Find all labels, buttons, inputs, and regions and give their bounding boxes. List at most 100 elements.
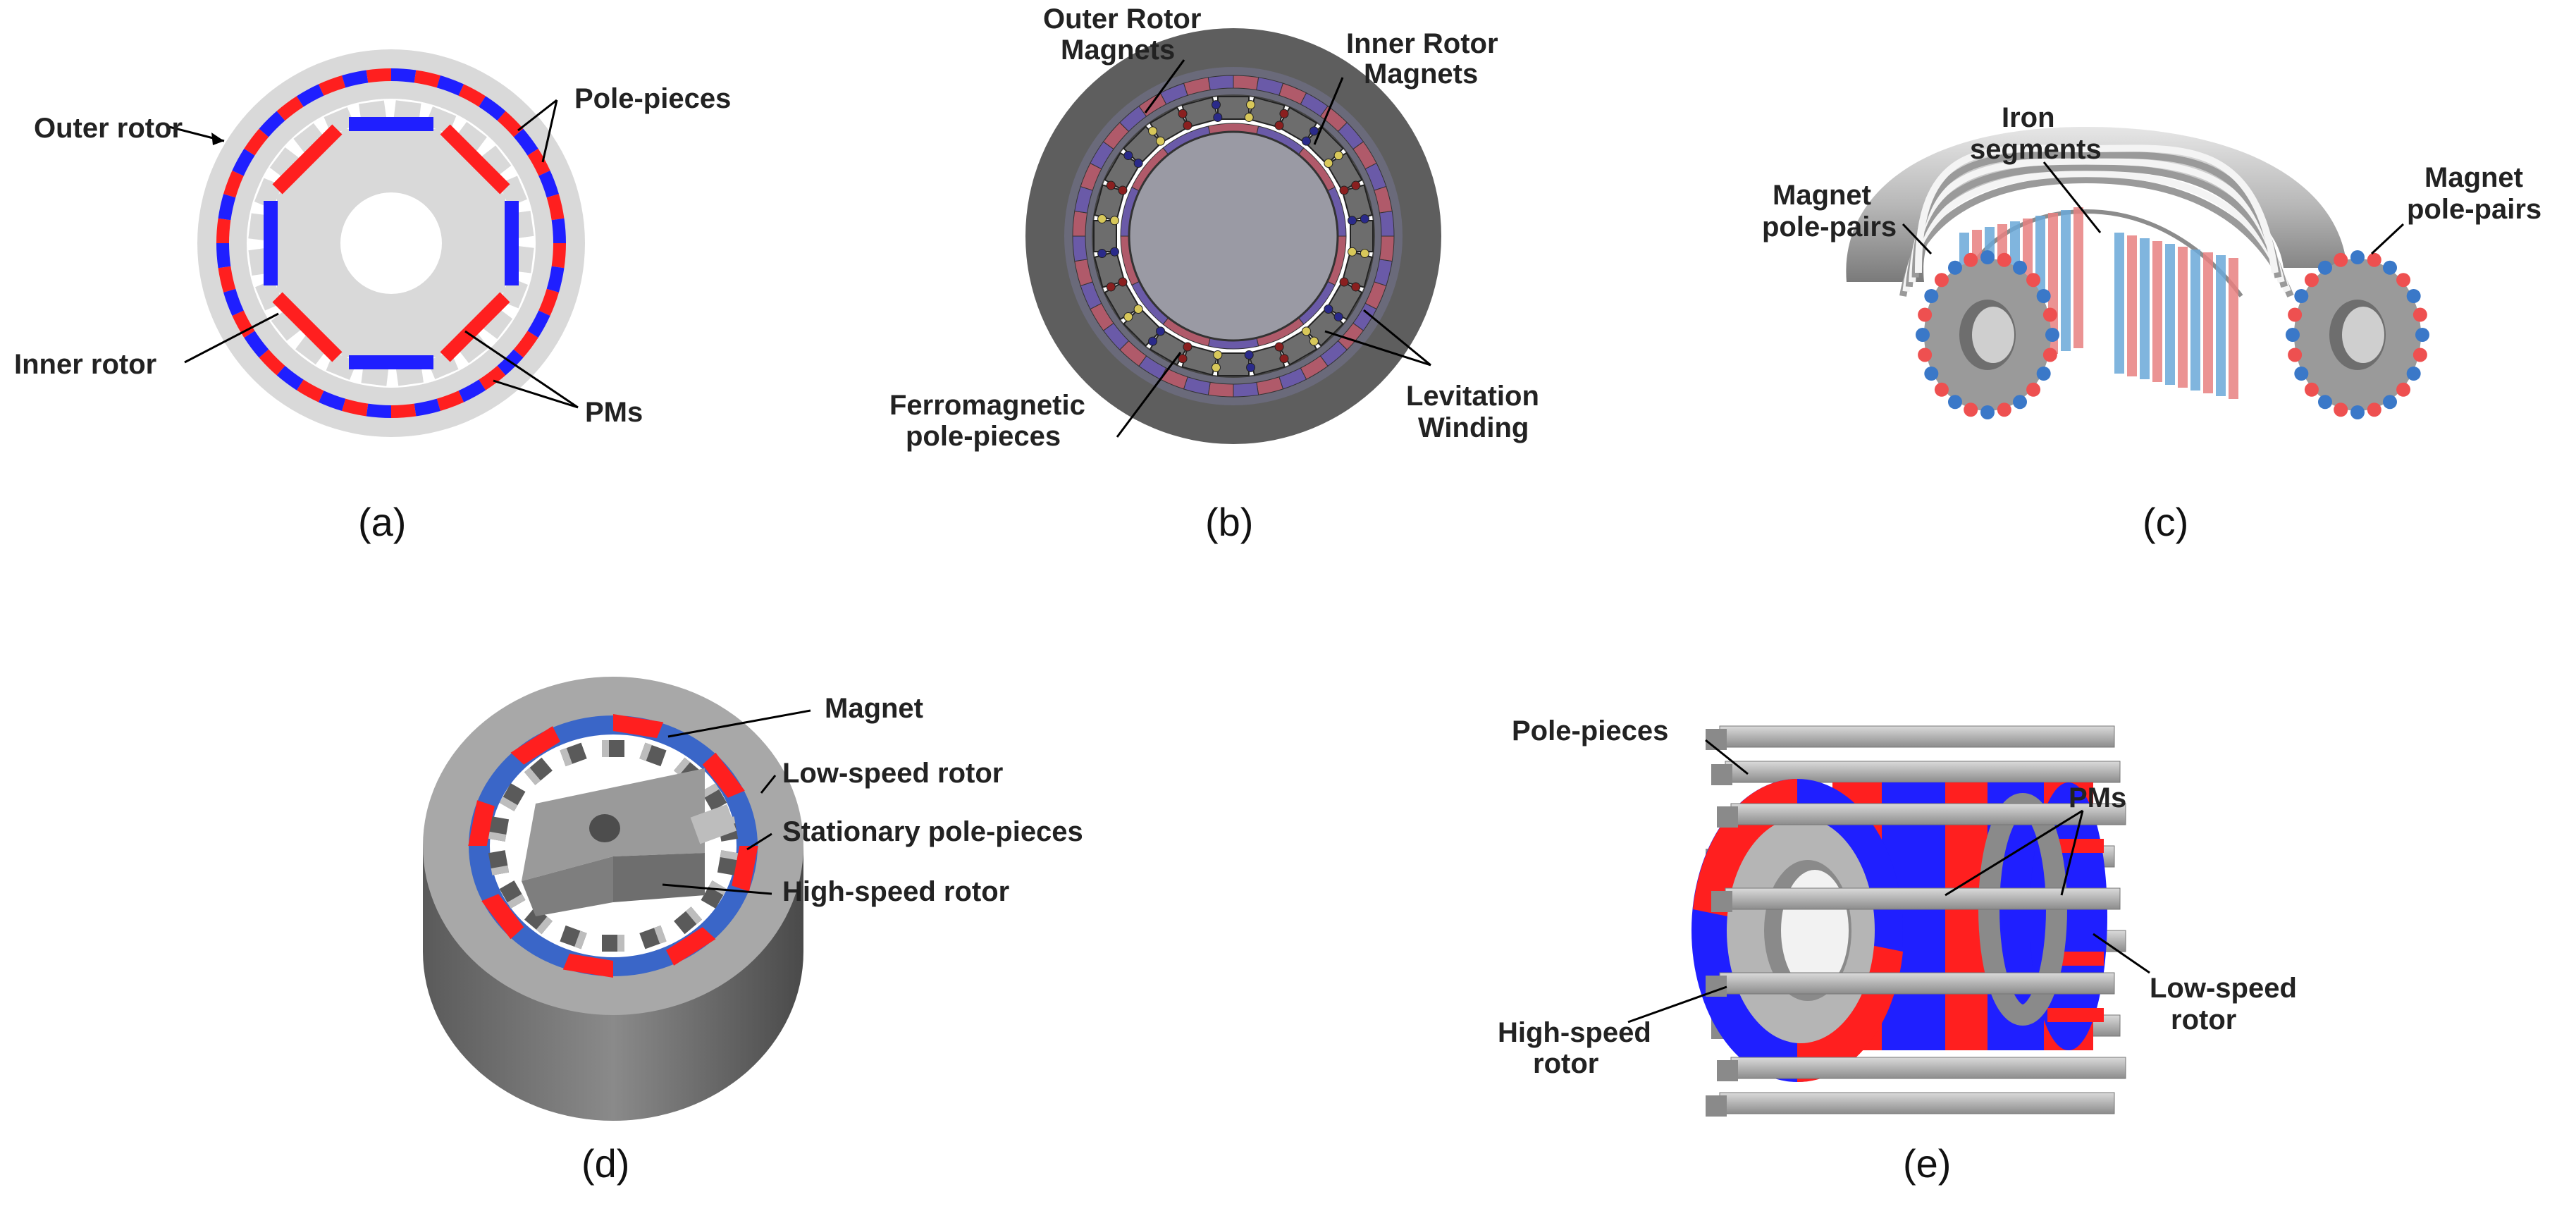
winding-conductor [1360,214,1369,223]
magnet-strip [2152,241,2162,382]
label-low-speed-2: rotor [2171,1004,2236,1035]
label-low-speed-1: Low-speed [2150,973,2297,1004]
inner-pm [349,117,433,131]
winding-conductor [1351,180,1361,190]
pole-piece-top [674,757,691,775]
pole-piece-bar-end [1717,1060,1738,1081]
label-inner-rotor-magnets-2: Magnets [1364,59,1478,90]
label-levitation-2: Winding [1418,412,1529,443]
right-pm-stripe [2047,1008,2104,1022]
pm-segment [527,148,550,176]
pole-pair-tooth [2334,402,2348,417]
inner-pm [440,292,510,362]
winding-conductor [1118,185,1128,195]
pm-segment [318,75,346,96]
label-magnet-right-1: Magnet [2424,162,2523,193]
pole-piece-bar-end [1706,1095,1727,1117]
magnet-strip [2216,255,2226,396]
label-high-speed-rotor: High-speed rotor [782,876,1009,907]
magnet [666,927,716,966]
label-high-speed-1: High-speed [1498,1017,1651,1048]
pm-segment [366,68,391,83]
pole-piece [455,121,487,153]
label-outer-rotor-magnets-2: Magnets [1061,35,1175,66]
pm-segment [391,403,417,418]
pole-pair-tooth [1980,250,1995,264]
pole-piece-bar [1719,972,2115,995]
pole-pair-tooth [2288,307,2303,322]
winding-conductor [1351,282,1361,292]
pole-pair-tooth [2304,382,2319,397]
winding-conductor [1246,100,1256,110]
caption-d: (d) [581,1141,629,1186]
panel-b: Outer Rotor Magnets Inner Rotor Magnets … [889,4,1539,544]
pm-segment [244,331,269,358]
pole-piece-top [507,894,526,909]
pole-piece-top [720,850,739,861]
winding-conductor [1301,326,1311,336]
pole-piece-top [639,742,652,761]
magnet-strip [2203,252,2213,393]
magnet-strip [2165,244,2175,385]
label-outer-rotor: Outer rotor [34,113,183,144]
right-pm-stripe [2047,839,2104,853]
pole-pair-tooth [1918,348,1933,362]
label-levitation-1: Levitation [1406,381,1539,412]
pole-piece [269,147,301,180]
pole-pair-tooth [1948,260,1962,275]
pole-pair-tooth [2042,307,2057,322]
levitation-winding [1097,100,1369,372]
pole-piece [1093,220,1117,252]
left-end-face [1916,250,2059,419]
end-face-bore-inner [2342,307,2384,363]
pole-piece-bar-end [1711,764,1732,785]
magnet [468,800,495,846]
pole-piece-bar-end [1706,729,1727,750]
pole-pair-tooth [2304,273,2319,288]
winding-conductor [1324,159,1333,168]
pm-segment [218,194,236,221]
winding-conductor [1148,126,1158,136]
pm-segment [479,96,506,121]
pm-segment [414,70,440,88]
winding-conductor [1324,304,1333,314]
winding-conductor [1118,277,1128,287]
panel-d: Magnet Low-speed rotor Stationary pole-p… [423,677,1083,1186]
magnet [510,726,560,765]
pm-segment [296,84,324,107]
label-magnet-left-2: pole-pairs [1762,211,1897,242]
pm-segment [259,349,285,376]
iron-segment-arcs [1899,145,2294,297]
pole-pair-tooth [1964,252,1978,267]
pole-piece-top [574,930,587,949]
pole-pair-tooth [2383,260,2397,275]
iron-segment-arc [1905,164,2288,288]
pm-segment [538,288,559,316]
label-magnet-right-2: pole-pairs [2407,194,2541,225]
winding-conductor [1244,112,1254,122]
pole-piece [271,308,302,341]
label-ferromagnetic-1: Ferromagnetic [889,390,1085,421]
outer-magnet [1233,75,1259,91]
winding-conductor [1123,151,1133,161]
pole-pair-tooth [2036,367,2051,381]
pole-piece [295,333,328,365]
pole-piece-bar [1725,761,2121,783]
shaft-hole [340,192,442,294]
pole-piece [293,123,326,154]
pm-segment [216,218,231,243]
caption-b: (b) [1205,500,1253,544]
high-speed-rotor [522,768,737,916]
pole-pair-tooth [2350,405,2365,419]
winding-conductor [1213,350,1223,360]
label-inner-rotor-magnets-1: Inner Rotor [1346,28,1498,59]
winding-conductor [1348,247,1357,257]
pm-segment [436,391,464,411]
pole-pair-tooth [2396,273,2411,288]
outer-magnet [1207,381,1234,398]
label-low-speed-rotor: Low-speed rotor [782,758,1003,789]
pm-segment [223,170,244,198]
pole-piece [1217,352,1250,376]
caption-c: (c) [2143,500,2188,544]
